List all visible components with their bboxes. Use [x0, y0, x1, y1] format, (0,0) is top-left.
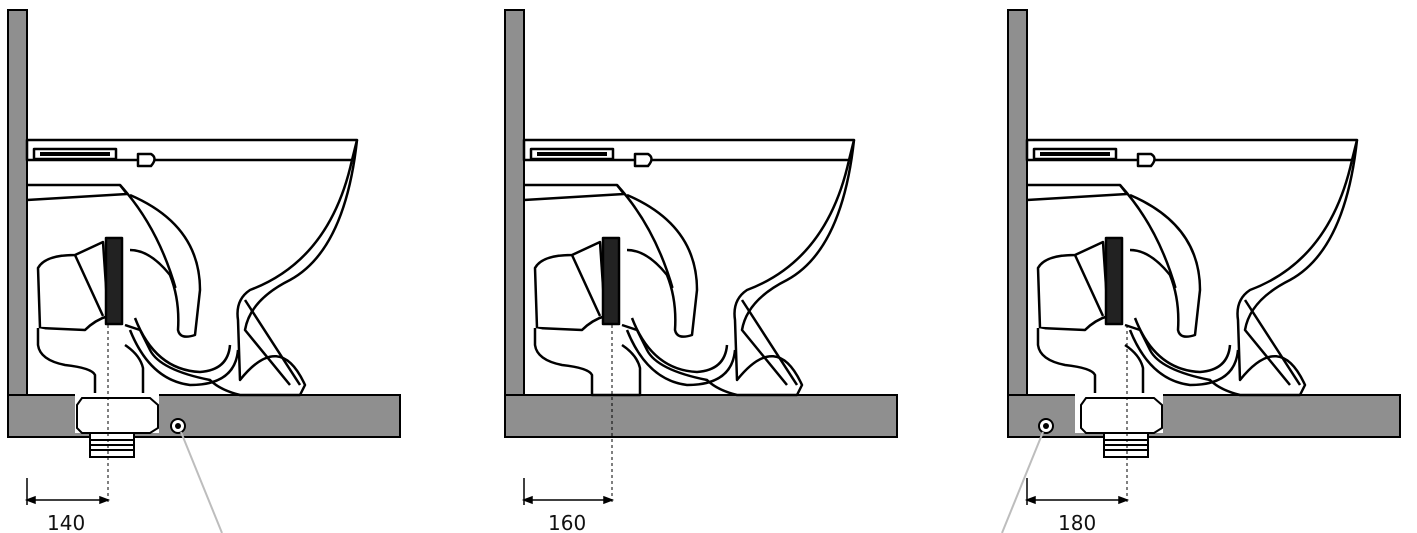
floor-slab [1007, 394, 1401, 438]
offset-label: 180 [1058, 511, 1096, 533]
wall [1007, 9, 1028, 399]
dimension-line [1024, 478, 1130, 505]
leader-line [180, 431, 223, 533]
wall [504, 9, 525, 399]
outlet-fitting [1075, 393, 1163, 458]
dimension-line [521, 478, 615, 505]
panel-180: 180 [1001, 9, 1401, 533]
offset-label: 140 [47, 511, 85, 533]
leader-line [1001, 431, 1044, 533]
toilet-bowl [522, 138, 856, 397]
outlet-fitting [75, 393, 159, 458]
floor-slab [504, 394, 898, 438]
wall [7, 9, 28, 399]
toilet-bowl [1025, 138, 1359, 397]
panel-140: 140 [7, 9, 401, 533]
toilet-bowl [25, 138, 359, 397]
panel-160: 160 [504, 9, 898, 533]
floor-slab [7, 394, 401, 438]
dimension-line [24, 478, 111, 505]
offset-label: 160 [548, 511, 586, 533]
